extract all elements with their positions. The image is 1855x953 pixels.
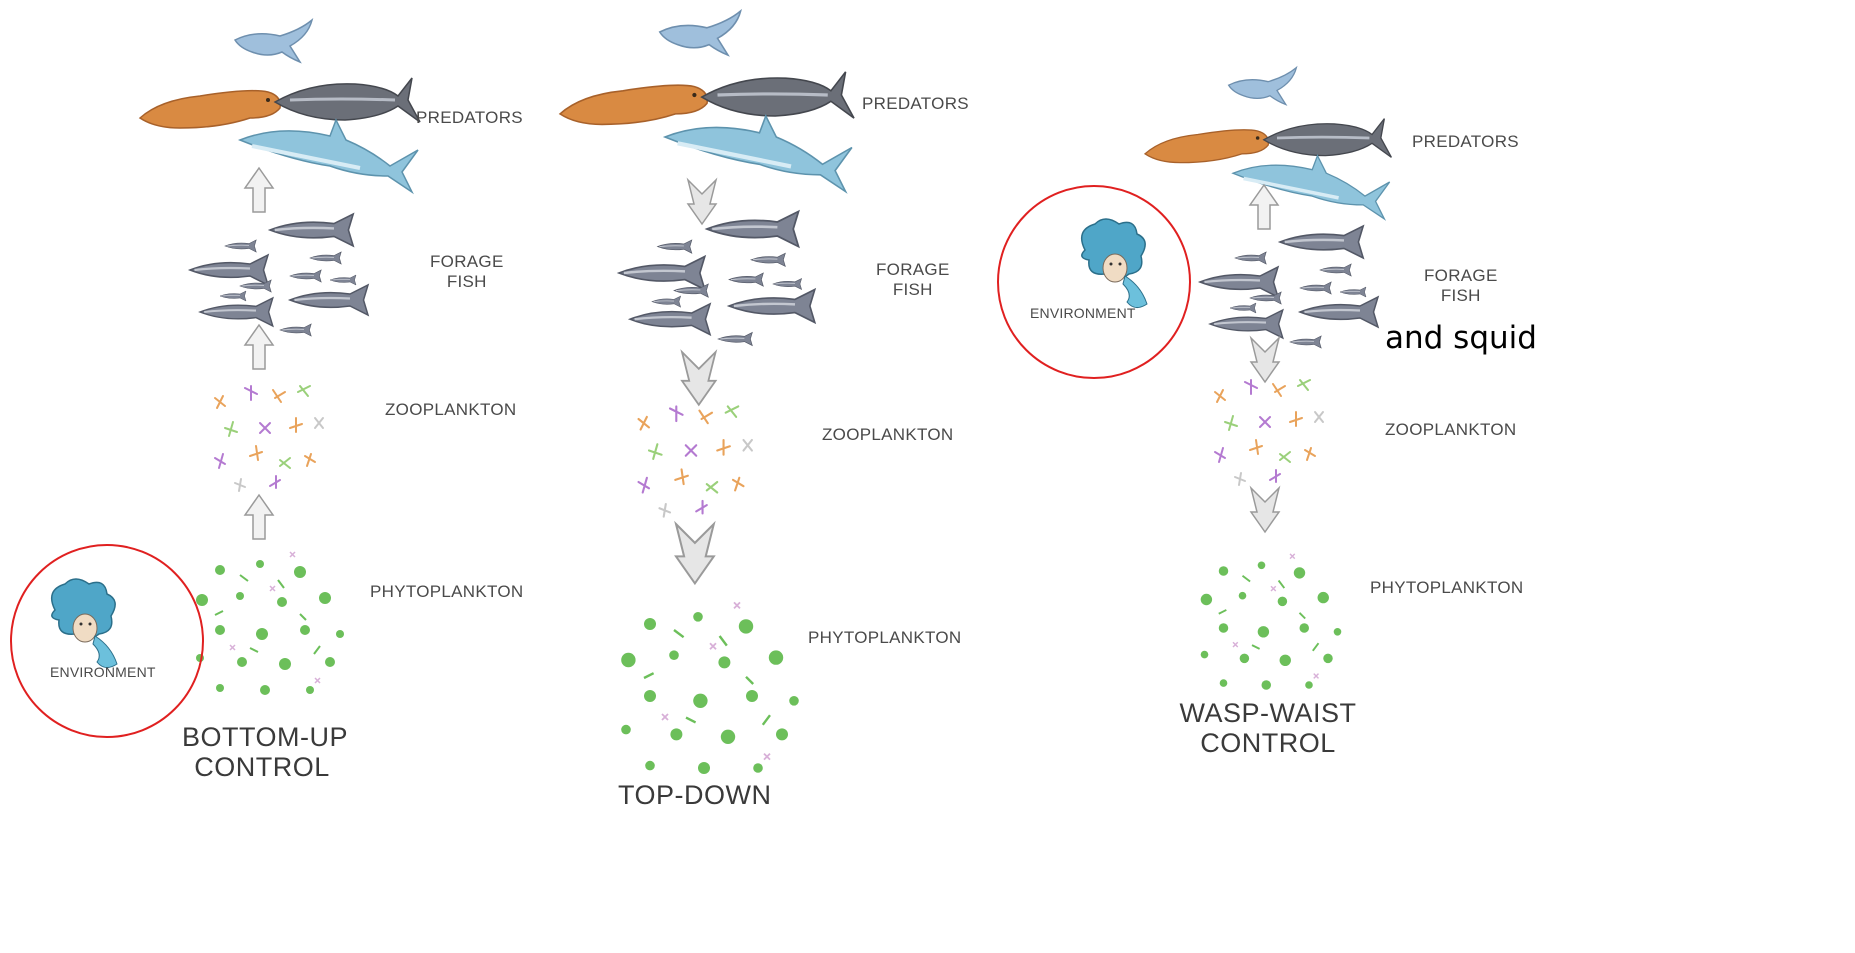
title-line2: CONTROL — [1178, 728, 1358, 758]
highlight-circle — [11, 545, 203, 737]
highlight-circle — [998, 186, 1190, 378]
label-forage-line1: FORAGE — [430, 252, 504, 272]
forage-fish-illustration — [619, 211, 815, 345]
predators-illustration — [140, 20, 420, 192]
label-forage-fish: FORAGE FISH — [1424, 266, 1498, 306]
panel-wasp-waist — [998, 68, 1391, 690]
annotation-and-squid: and squid — [1385, 320, 1537, 356]
title-wasp-waist: WASP-WAIST CONTROL — [1178, 698, 1358, 758]
zooplankton-illustration — [639, 406, 752, 516]
phytoplankton-illustration — [196, 552, 344, 695]
arrow-up-icon — [1250, 185, 1278, 229]
forage-fish-illustration — [1200, 226, 1378, 348]
label-forage-fish: FORAGE FISH — [430, 252, 504, 292]
panel-top-down — [560, 11, 854, 774]
title-bottom-up: BOTTOM-UP CONTROL — [182, 722, 342, 782]
arrow-up-icon — [245, 325, 273, 369]
panel-bottom-up — [11, 20, 420, 737]
label-zooplankton: ZOOPLANKTON — [1385, 420, 1516, 440]
arrow-down-icon — [688, 180, 716, 224]
phytoplankton-illustration — [621, 602, 799, 774]
zooplankton-illustration — [1215, 380, 1323, 485]
zooplankton-illustration — [215, 386, 323, 491]
arrow-down-icon — [1251, 488, 1279, 532]
label-predators: PREDATORS — [416, 108, 523, 128]
label-zooplankton: ZOOPLANKTON — [385, 400, 516, 420]
title-top-down: TOP-DOWN — [618, 780, 768, 810]
label-forage-line2: FISH — [1424, 286, 1498, 306]
label-forage-line2: FISH — [876, 280, 950, 300]
label-forage-line1: FORAGE — [876, 260, 950, 280]
title-line2: CONTROL — [182, 752, 342, 782]
title-line1: WASP-WAIST — [1178, 698, 1358, 728]
forage-fish-illustration — [190, 214, 368, 336]
label-predators: PREDATORS — [1412, 132, 1519, 152]
arrow-up-icon — [245, 168, 273, 212]
label-forage-line1: FORAGE — [1424, 266, 1498, 286]
label-forage-line2: FISH — [430, 272, 504, 292]
label-phytoplankton: PHYTOPLANKTON — [370, 582, 523, 602]
label-zooplankton: ZOOPLANKTON — [822, 425, 953, 445]
label-phytoplankton: PHYTOPLANKTON — [808, 628, 961, 648]
predators-illustration — [560, 11, 854, 192]
environment-icon — [52, 579, 117, 668]
arrow-down-icon — [676, 524, 714, 583]
arrow-down-icon — [1251, 338, 1279, 382]
arrow-up-icon — [245, 495, 273, 539]
arrow-down-icon — [682, 352, 716, 405]
phytoplankton-illustration — [1201, 554, 1342, 690]
label-predators: PREDATORS — [862, 94, 969, 114]
title-line1: BOTTOM-UP — [182, 722, 342, 752]
label-phytoplankton: PHYTOPLANKTON — [1370, 578, 1523, 598]
label-environment: ENVIRONMENT — [1030, 305, 1136, 321]
label-forage-fish: FORAGE FISH — [876, 260, 950, 300]
label-environment: ENVIRONMENT — [50, 664, 156, 680]
environment-icon — [1082, 219, 1147, 308]
